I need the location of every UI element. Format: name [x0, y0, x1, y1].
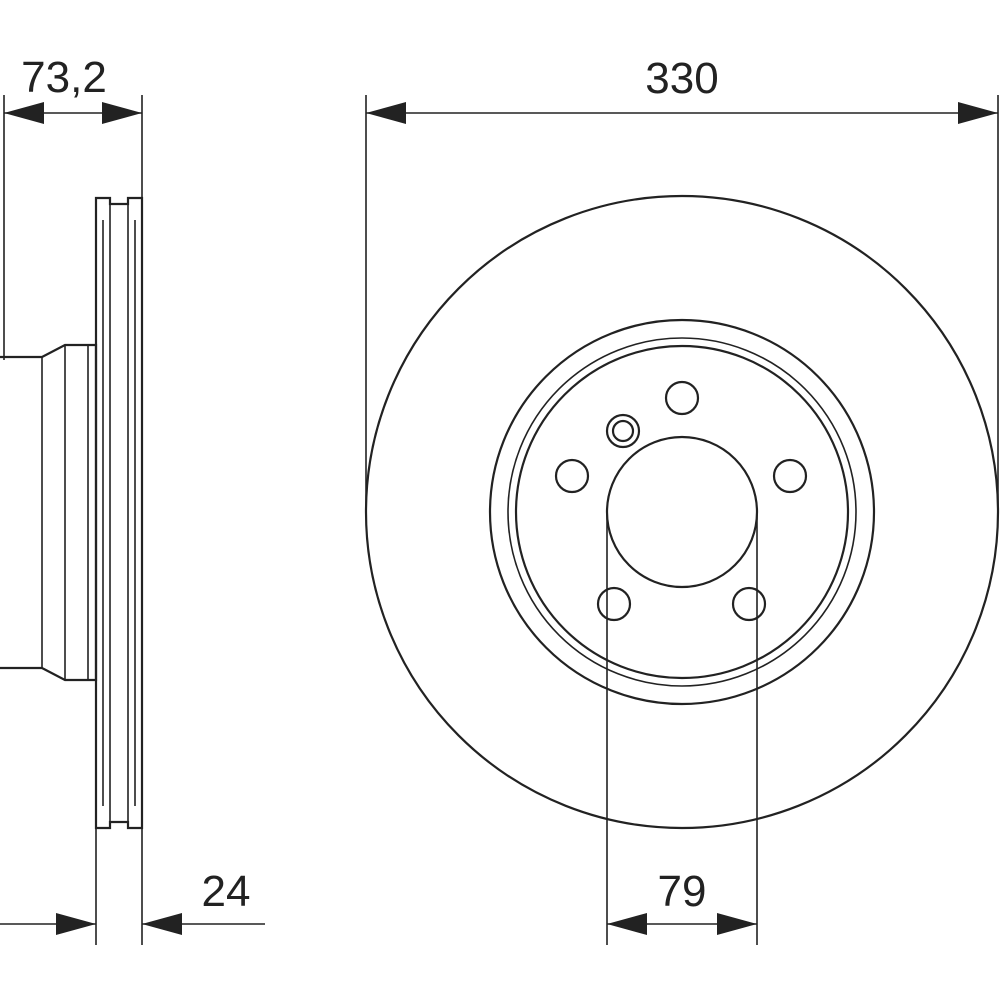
center-bore: [605, 435, 759, 589]
locating-screw-hole-inner: [611, 419, 635, 443]
bolt-hole-top: [664, 380, 700, 416]
diameter-arrow-left: [366, 102, 406, 124]
locating-screw-hole-outer: [605, 413, 641, 449]
thickness-arrow-left: [56, 913, 96, 935]
bore-arrow-left: [607, 913, 647, 935]
bolt-hole-right: [772, 458, 808, 494]
disc-outer-edge: [364, 194, 1000, 830]
diameter-dimension-label: 330: [645, 54, 718, 103]
bore-dimension-label: 79: [658, 867, 707, 916]
bore-arrow-right: [717, 913, 757, 935]
side-view: 73,2 24: [0, 53, 265, 945]
height-arrow-right: [102, 102, 142, 124]
bolt-hole-bottom-left: [596, 586, 632, 622]
thickness-arrow-right: [142, 913, 182, 935]
diameter-arrow-right: [958, 102, 998, 124]
height-arrow-left: [4, 102, 44, 124]
bolt-hole-bottom-right: [731, 586, 767, 622]
hat-inner-ring: [514, 344, 850, 680]
thickness-dimension-label: 24: [202, 867, 251, 916]
bolt-hole-left: [554, 458, 590, 494]
height-dimension-label: 73,2: [21, 53, 107, 102]
side-view-hub: [0, 343, 98, 682]
front-view: 330 79: [364, 54, 1000, 945]
hat-outer-edge: [488, 318, 876, 706]
hat-step-ring: [507, 337, 857, 687]
